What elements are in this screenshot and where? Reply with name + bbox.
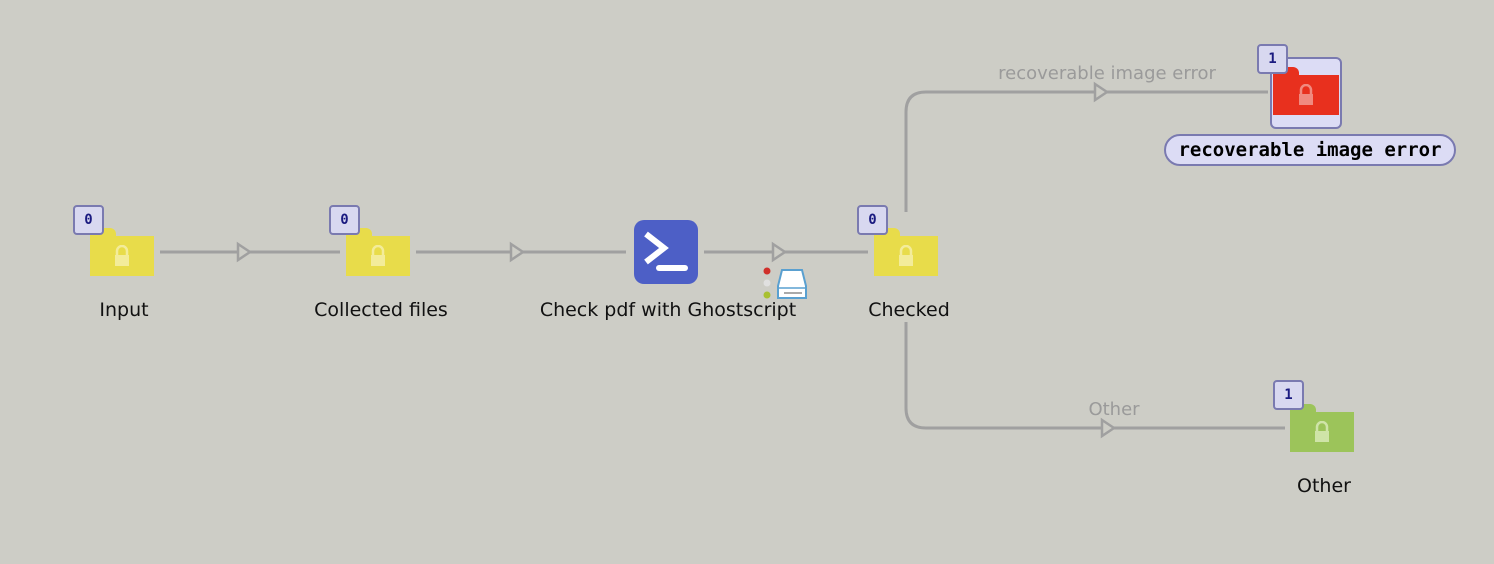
connection-checked-recoverable — [904, 90, 1268, 212]
connection-label-recoverable[interactable]: recoverable image error — [998, 63, 1216, 84]
folder-icon[interactable] — [90, 228, 154, 276]
count-badge: 1 — [1257, 44, 1288, 74]
terminal-script-icon[interactable] — [634, 220, 698, 284]
folder-icon[interactable] — [874, 228, 938, 276]
connection-checked-other — [904, 322, 1285, 430]
count-badge: 1 — [1273, 380, 1304, 410]
count-badge: 0 — [857, 205, 888, 235]
lock-icon — [1299, 84, 1313, 105]
lock-icon — [899, 245, 913, 266]
server-disk-icon — [777, 269, 807, 299]
count-badge: 0 — [73, 205, 104, 235]
status-lights-icon — [763, 267, 771, 299]
lock-icon — [371, 245, 385, 266]
node-label: Collected files — [314, 299, 448, 321]
folder-icon[interactable] — [346, 228, 410, 276]
connection-label-other[interactable]: Other — [1088, 399, 1140, 420]
node-label: Other — [1297, 475, 1351, 497]
arrow-icon — [771, 241, 788, 263]
node-label: Input — [99, 299, 149, 321]
folder-icon[interactable] — [1273, 67, 1339, 115]
arrow-icon — [236, 241, 253, 263]
node-label[interactable]: recoverable image error — [1164, 134, 1456, 166]
lock-icon — [1315, 421, 1329, 442]
lock-icon — [115, 245, 129, 266]
node-label: Checked — [868, 299, 950, 321]
arrow-icon — [509, 241, 526, 263]
count-badge: 0 — [329, 205, 360, 235]
folder-icon[interactable] — [1290, 404, 1354, 452]
arrow-icon — [1093, 81, 1110, 103]
node-label: Check pdf with Ghostscript — [539, 299, 797, 321]
arrow-icon — [1100, 417, 1117, 439]
